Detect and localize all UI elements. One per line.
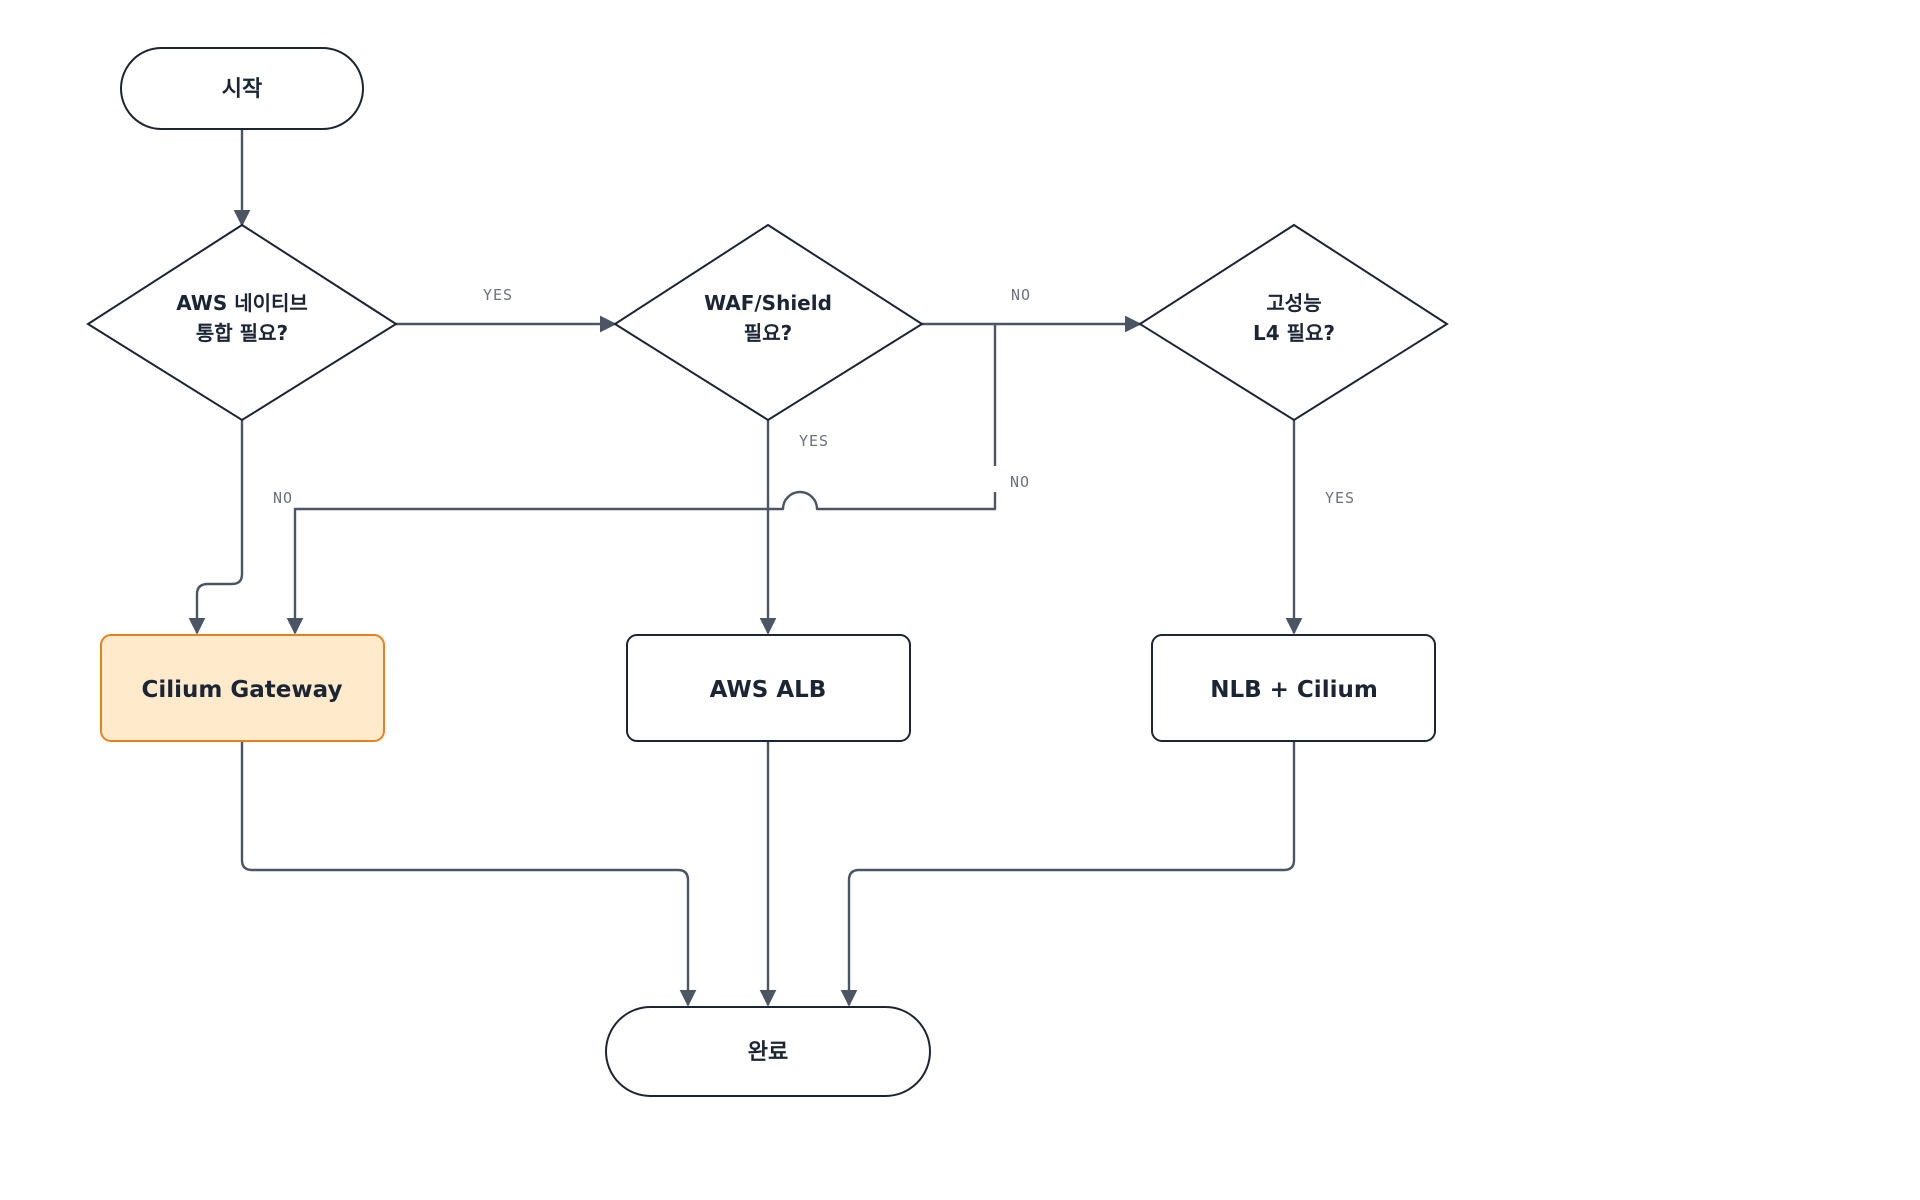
- decision-waf-shield-shape: [613, 223, 924, 422]
- edge-label-waf-no: NO: [1011, 286, 1031, 304]
- decision-high-performance-l4-line-1: 고성능: [1266, 291, 1321, 315]
- node-cilium-gateway[interactable]: Cilium Gateway: [100, 634, 385, 742]
- decision-high-performance-l4-shape: [1138, 223, 1449, 422]
- start-terminal-shape: [120, 47, 364, 130]
- edge-aws-no-to-cilium-gateway: [188, 420, 244, 635]
- edge-label-aws-no: NO: [273, 489, 293, 507]
- cilium-gateway-box: [100, 634, 385, 742]
- node-decision-aws-native[interactable]: AWS 네이티브 통합 필요?: [86, 223, 398, 422]
- nlb-cilium-label: NLB + Cilium: [1210, 677, 1378, 703]
- edges: [188, 129, 1303, 1007]
- decision-aws-native-line-2: 통합 필요?: [196, 321, 288, 345]
- edge-labels: YES NO YES NO YES NO: [273, 286, 1355, 507]
- cilium-gateway-label: Cilium Gateway: [142, 677, 343, 703]
- decision-aws-native-line-1: AWS 네이티브: [176, 291, 308, 315]
- aws-alb-box: [626, 634, 911, 742]
- edge-label-waf-yes: YES: [799, 432, 829, 450]
- node-decision-waf-shield[interactable]: WAF/Shield 필요?: [613, 223, 924, 422]
- edge-nlb-cilium-to-end: [840, 741, 1296, 1007]
- start-label: 시작: [222, 77, 262, 102]
- decision-high-performance-l4-line-2: L4 필요?: [1253, 321, 1335, 345]
- edge-label-l4-no: NO: [1010, 473, 1030, 491]
- aws-alb-label: AWS ALB: [710, 677, 827, 703]
- node-start[interactable]: 시작: [120, 47, 364, 130]
- edge-label-l4-yes: YES: [1325, 489, 1355, 507]
- edge-label-l4-no-background: [993, 466, 1029, 492]
- node-decision-high-performance-l4[interactable]: 고성능 L4 필요?: [1138, 223, 1449, 422]
- decision-waf-shield-line-1: WAF/Shield: [704, 291, 832, 315]
- nlb-cilium-box: [1151, 634, 1436, 742]
- edge-label-aws-yes: YES: [483, 286, 513, 304]
- node-nlb-cilium[interactable]: NLB + Cilium: [1151, 634, 1436, 742]
- decision-aws-native-shape: [86, 223, 398, 422]
- edge-l4-no-to-cilium-gateway: [286, 323, 997, 635]
- node-end[interactable]: 완료: [605, 1006, 931, 1097]
- end-terminal-shape: [605, 1006, 931, 1097]
- end-label: 완료: [748, 1040, 788, 1065]
- edge-cilium-gateway-to-end: [240, 741, 697, 1007]
- decision-waf-shield-line-2: 필요?: [744, 321, 792, 345]
- node-aws-alb[interactable]: AWS ALB: [626, 634, 911, 742]
